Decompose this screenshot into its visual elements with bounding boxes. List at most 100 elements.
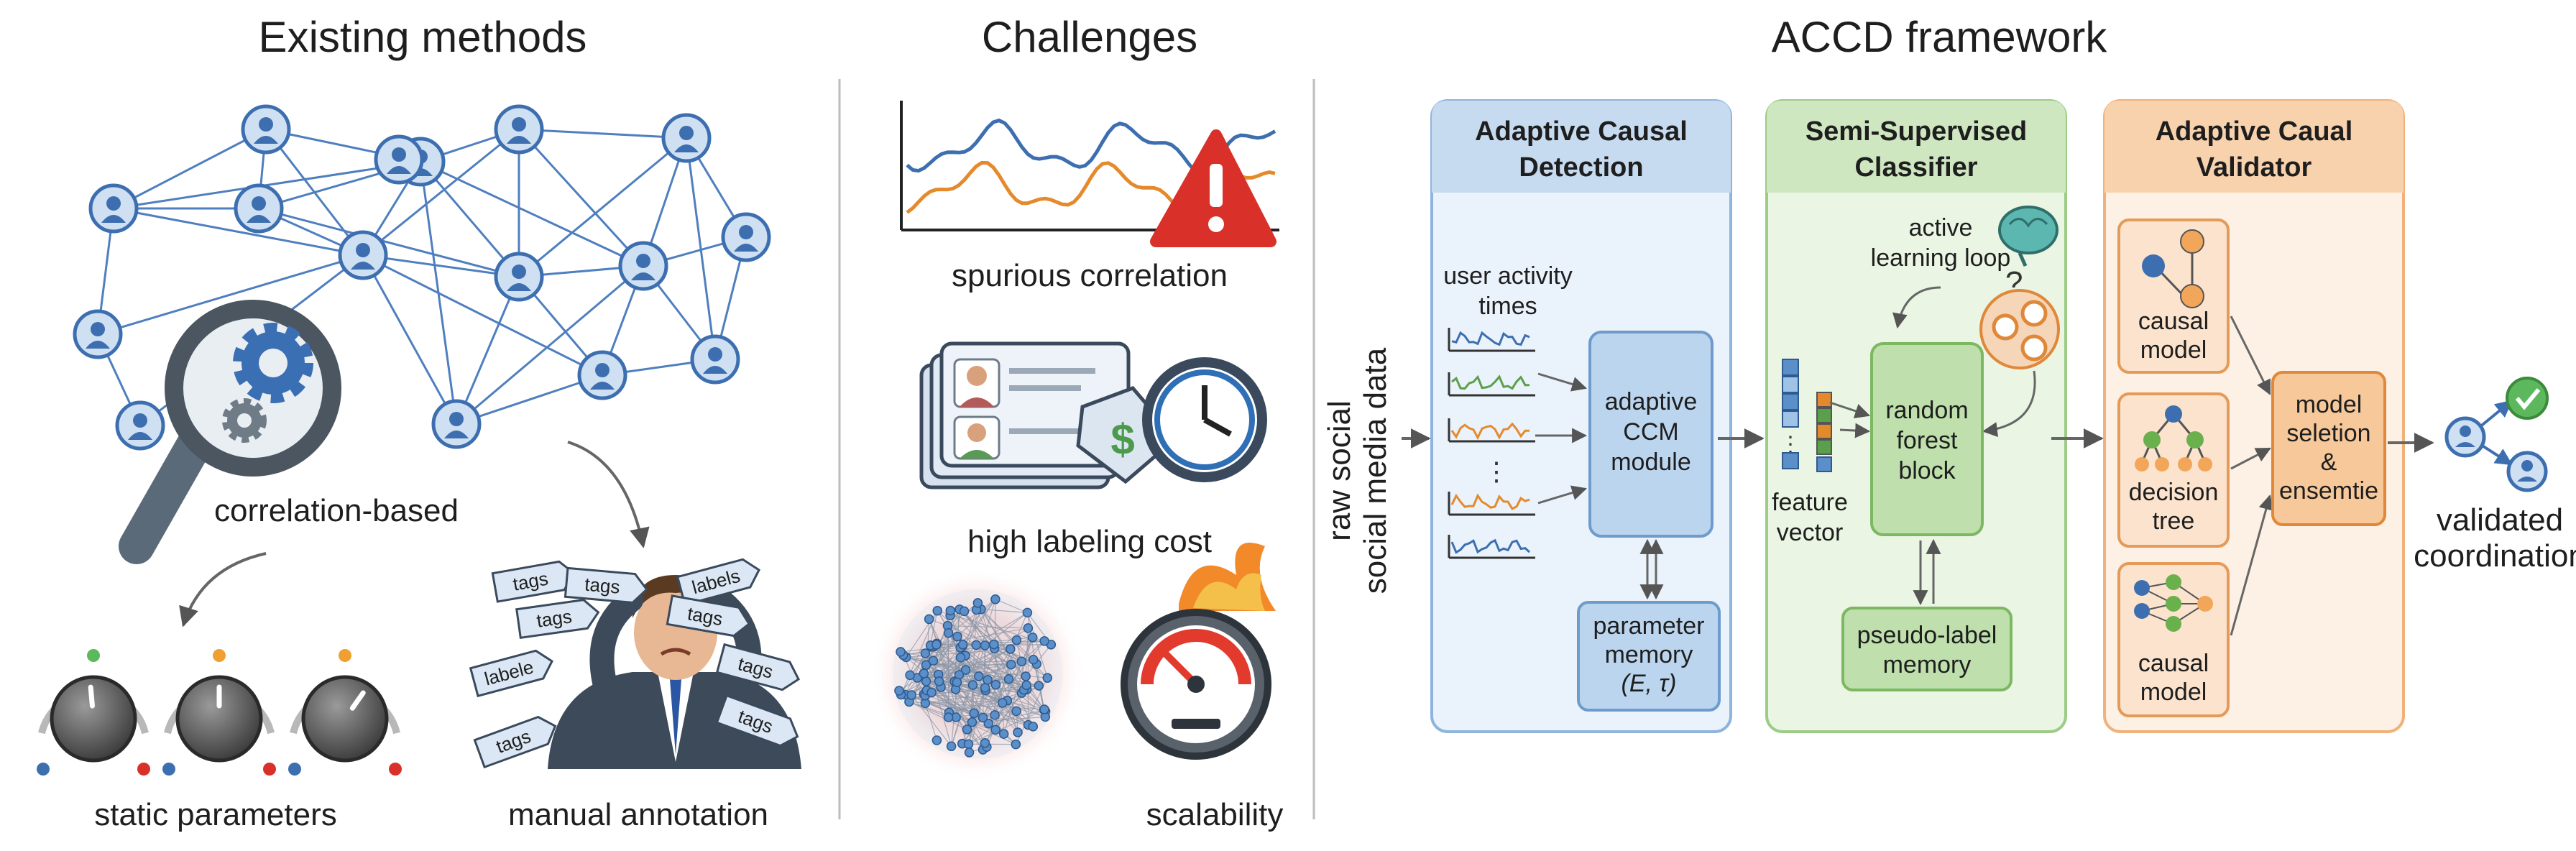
decision-tree-icon [2135, 405, 2212, 472]
activity-sparkline [1448, 535, 1535, 559]
speedometer-fire-icon [1121, 543, 1276, 760]
input-label-line1: raw social [1322, 400, 1357, 541]
panel1-title-line2: Detection [1519, 152, 1643, 183]
ellipsis-icon: ⋮ [1484, 456, 1509, 486]
tag-icon: tags [564, 566, 648, 604]
network-edge [518, 137, 687, 278]
label-static-parameters: static parameters [94, 797, 336, 832]
panel-adaptive-causal-detection: Adaptive Causal Detection user activity … [1430, 99, 1732, 733]
magnifier-icon [119, 300, 341, 564]
network-edge [681, 137, 717, 360]
user-cluster-icon [1979, 289, 2060, 369]
network-edge [456, 372, 604, 426]
network-edge [113, 207, 364, 259]
adaptive-ccm-module [1588, 331, 1714, 538]
param-memory-line1: parameter [1593, 612, 1705, 640]
panel-semi-supervised-classifier: Semi-Supervised Classifier active learni… [1765, 99, 2067, 733]
pseudo-label-line2: memory [1883, 651, 1972, 678]
user-node-icon [338, 230, 388, 280]
model1-line2: model [2140, 336, 2207, 364]
panel3-title-line2: Validator [2196, 152, 2312, 183]
user-node-icon [115, 400, 165, 451]
tag-icon: tags [515, 599, 600, 640]
parameter-memory [1577, 601, 1721, 712]
user-node-icon [661, 113, 712, 163]
svg-text:$: $ [1110, 415, 1134, 464]
network-edge [362, 254, 604, 377]
network-edge [264, 129, 364, 257]
knob-icon [288, 649, 402, 776]
param-memory-line3: (E, τ) [1622, 670, 1677, 697]
rf-line2: forest [1896, 427, 1958, 454]
knob-icon [162, 649, 276, 776]
user-node-icon [494, 104, 544, 155]
user-node-icon [618, 241, 668, 291]
user-node-icon [494, 252, 544, 302]
model2-line2: tree [2153, 507, 2195, 535]
tag-icon: labele [469, 649, 553, 698]
panel-adaptive-causal-validator: Adaptive Caual Validator causal model [2103, 99, 2405, 733]
network-edge [112, 128, 267, 210]
network-edge [362, 254, 458, 426]
user-node-icon [73, 309, 123, 359]
network-edge [419, 161, 520, 278]
activity-sparkline [1448, 492, 1535, 516]
feature-vector-icon: ⋮ [1780, 359, 1832, 472]
validated-coordination-icon [2444, 377, 2549, 492]
user-node-icon [374, 134, 424, 185]
header-accd-framework: ACCD framework [1772, 13, 2108, 61]
rf-line1: random [1885, 397, 1968, 424]
param-memory-line2: memory [1605, 641, 1693, 668]
user-activity-label-line2: times [1478, 293, 1537, 320]
user-node-icon [721, 212, 771, 262]
neural-graph-icon [2134, 574, 2213, 632]
rf-line3: block [1898, 457, 1956, 484]
network-edge [420, 160, 645, 267]
gear-icon [222, 323, 313, 443]
knob-icon [37, 649, 150, 776]
selection-line4: ensemtie [2279, 477, 2378, 505]
label-high-labeling-cost: high labeling cost [967, 524, 1212, 559]
activity-sparkline [1448, 372, 1535, 397]
static-parameter-knobs [37, 649, 402, 776]
label-spurious-correlation: spurious correlation [952, 258, 1228, 293]
selection-line1: model [2296, 391, 2363, 418]
network-edge [455, 276, 520, 426]
model2-line1: decision [2129, 479, 2219, 506]
network-edge [456, 264, 645, 426]
ccm-label-line3: module [1611, 448, 1691, 476]
active-learning-line2: learning loop [1871, 244, 2011, 272]
user-node-icon [690, 334, 740, 385]
causal-graph-icon [2142, 229, 2204, 308]
tag-label: tags [535, 605, 574, 632]
user-node-icon [577, 350, 627, 400]
output-label-line1: validated [2437, 502, 2563, 538]
network-edge [518, 128, 645, 267]
user-node-icon [431, 399, 482, 449]
network-edge [362, 128, 520, 257]
user-node-icon [234, 183, 284, 234]
activity-time-series: ⋮ [1448, 328, 1535, 559]
tag-icon: tags [715, 694, 799, 748]
random-forest-block [1870, 342, 1984, 536]
tag-icon: tags [666, 594, 751, 638]
scalability-network-icon [870, 566, 1085, 782]
output-label-line2: coordination [2414, 538, 2576, 574]
activity-sparkline [1448, 418, 1535, 443]
network-edge [362, 254, 520, 282]
arrow-to-static [179, 552, 267, 627]
user-node-icon [88, 183, 139, 234]
model1-line1: causal [2138, 308, 2209, 335]
selection-line3: & [2321, 448, 2337, 476]
pseudo-label-memory [1841, 607, 2012, 691]
active-learning-line1: active [1909, 214, 1973, 242]
panel2-title-line1: Semi-Supervised [1806, 116, 2027, 147]
ccm-label-line1: adaptive [1605, 388, 1698, 415]
model-selection-ensemble [2271, 371, 2386, 526]
network-edge [415, 160, 458, 425]
input-label-line2: social media data [1358, 347, 1393, 594]
checkmark-icon [2506, 377, 2549, 420]
brain-icon [1998, 206, 2058, 267]
